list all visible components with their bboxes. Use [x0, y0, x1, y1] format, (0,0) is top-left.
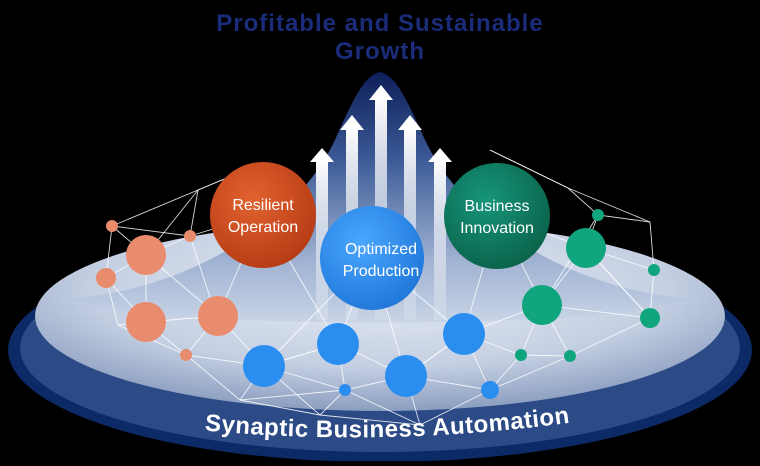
- node: [106, 220, 118, 232]
- node: [515, 349, 527, 361]
- nodes-optimized: [243, 313, 499, 399]
- pillar-business-innovation: Business Innovation: [444, 163, 550, 269]
- node: [126, 302, 166, 342]
- nodes-innovation: [515, 209, 660, 362]
- pillar-label-line2: Production: [343, 263, 420, 280]
- node: [481, 381, 499, 399]
- title-line2: Growth: [335, 38, 425, 65]
- node: [317, 323, 359, 365]
- node: [564, 350, 576, 362]
- node: [592, 209, 604, 221]
- node: [648, 264, 660, 276]
- node: [640, 308, 660, 328]
- node: [126, 235, 166, 275]
- pillar-label-line1: Optimized: [345, 241, 417, 258]
- pillar-resilient-operation: Resilient Operation: [210, 162, 316, 268]
- node: [443, 313, 485, 355]
- node: [243, 345, 285, 387]
- pillar-label-line1: Resilient: [232, 197, 294, 214]
- node: [180, 349, 192, 361]
- title-line1: Profitable and Sustainable: [216, 10, 544, 37]
- node: [566, 228, 606, 268]
- node: [184, 230, 196, 242]
- pillar-optimized-production: Optimized Production: [320, 206, 424, 310]
- node: [198, 296, 238, 336]
- node: [96, 268, 116, 288]
- pillar-label-line1: Business: [465, 198, 530, 215]
- node: [385, 355, 427, 397]
- pillar-label-line2: Innovation: [460, 220, 534, 237]
- node: [339, 384, 351, 396]
- nodes-resilient: [96, 220, 238, 361]
- node: [522, 285, 562, 325]
- pillar-label-line2: Operation: [228, 219, 298, 236]
